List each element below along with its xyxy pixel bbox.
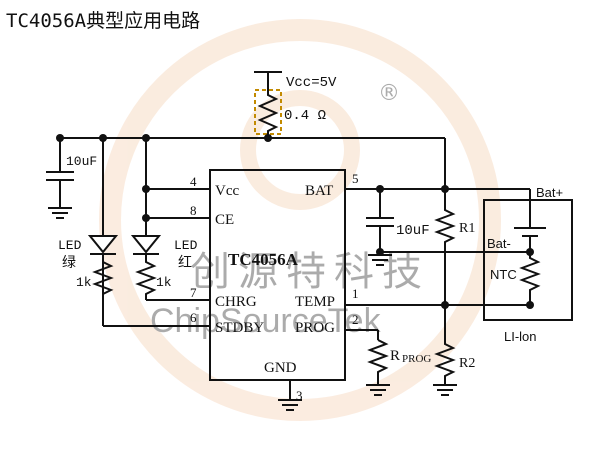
pin-5-num: 5: [352, 171, 359, 186]
pin-prog-label: PROG: [295, 320, 335, 336]
pin-chrg-label: CHRG: [215, 294, 257, 310]
watermark-english: ChipSourceTek: [150, 302, 382, 340]
led-red-color: 红: [178, 255, 192, 271]
pin-7-num: 7: [190, 285, 197, 300]
pin-bat-label: BAT: [305, 183, 333, 199]
watermark-registered: ®: [378, 81, 400, 106]
pin-6-num: 6: [190, 310, 197, 325]
ntc-label: NTC: [490, 267, 517, 282]
rprog-main-label: R: [390, 348, 400, 364]
supply-resistor-label: 0.4 Ω: [284, 108, 326, 124]
watermark-chinese: 创源特科技: [190, 249, 430, 295]
pin-stdby-label: STDBY: [215, 320, 264, 336]
battery-pos-label: Bat+: [536, 185, 563, 200]
input-cap-label: 10uF: [66, 154, 97, 169]
chip-name: TC4056A: [228, 250, 299, 269]
pin-2-num: 2: [352, 312, 359, 327]
watermark-logo: ® 创源特科技 ChipSourceTek: [99, 19, 501, 421]
led-green-label: LED: [58, 238, 82, 253]
battery-pack-label: LI-lon: [504, 329, 537, 344]
pin-ce-label: CE: [215, 212, 234, 228]
pin-vcc-label: Vcc: [215, 183, 239, 199]
pin-3-num: 3: [296, 388, 303, 403]
rprog-sub-label: PROG: [402, 353, 431, 365]
pin-temp-label: TEMP: [295, 294, 335, 310]
led-red-label: LED: [174, 238, 198, 253]
page-title: TC4056A典型应用电路: [6, 10, 201, 32]
pin-1-num: 1: [352, 286, 359, 301]
led-green-color: 绿: [62, 255, 76, 271]
pin-4-num: 4: [190, 174, 197, 189]
output-cap-label: 10uF: [396, 223, 430, 239]
led-green-resistor: 1k: [76, 275, 92, 290]
led-red-resistor: 1k: [156, 275, 172, 290]
r1-label: R1: [459, 221, 475, 236]
pin-gnd-label: GND: [264, 360, 297, 376]
supply-label: Vcc=5V: [286, 75, 337, 91]
r2-label: R2: [459, 356, 475, 371]
pin-8-num: 8: [190, 203, 197, 218]
battery-neg-label: Bat-: [487, 236, 511, 251]
